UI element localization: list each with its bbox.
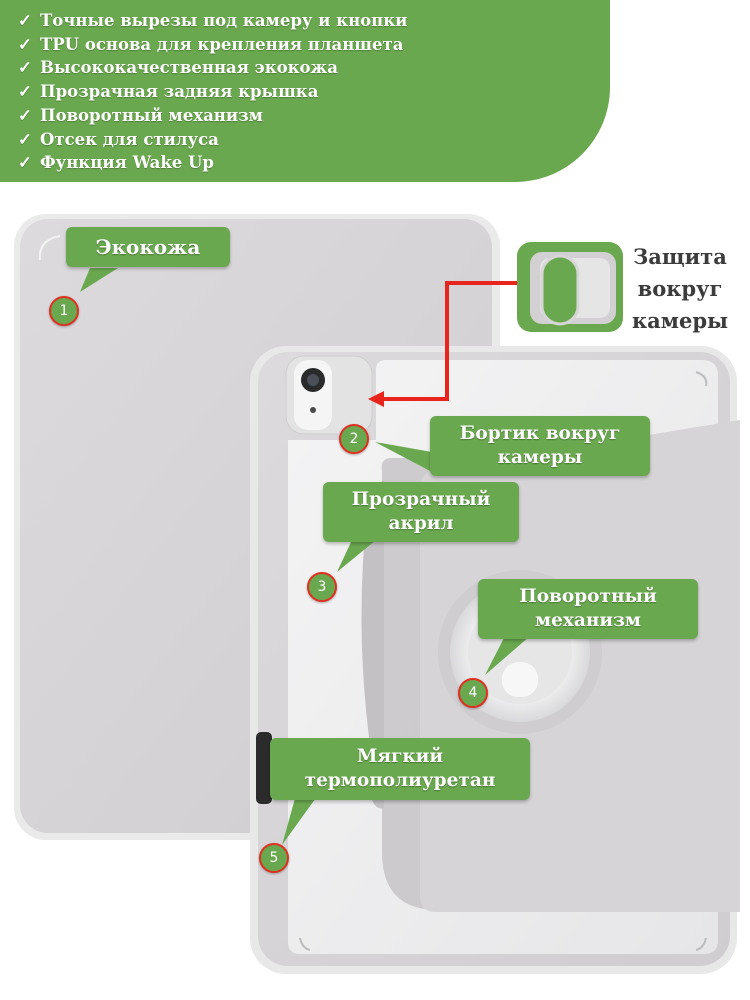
callout-ecoleather: Экокожа xyxy=(66,227,230,267)
callout-camera-rim: Бортик вокруг камеры xyxy=(430,416,650,476)
check-icon: ✓ xyxy=(18,82,32,102)
stylus-slot xyxy=(256,732,272,804)
check-icon: ✓ xyxy=(18,11,32,30)
camera-protection-thumbnail xyxy=(517,242,623,332)
badge-1: 1 xyxy=(49,296,79,326)
badge-3: 3 xyxy=(307,572,337,602)
features-banner: ✓Точные вырезы под камеру и кнопки ✓TPU … xyxy=(0,0,610,182)
feature-item: ✓Точные вырезы под камеру и кнопки xyxy=(18,9,407,33)
check-icon: ✓ xyxy=(18,34,32,54)
features-list: ✓Точные вырезы под камеру и кнопки ✓TPU … xyxy=(18,9,407,175)
feature-item: ✓Отсек для стилуса xyxy=(18,128,407,152)
check-icon: ✓ xyxy=(18,129,32,149)
check-icon: ✓ xyxy=(18,153,32,173)
feature-item: ✓Поворотный механизм xyxy=(18,104,407,128)
callout-acrylic: Прозрачный акрил xyxy=(323,482,519,542)
callout-tpu: Мягкий термополиуретан xyxy=(270,738,530,800)
feature-item: ✓TPU основа для крепления планшета xyxy=(18,33,407,57)
camera-protection-label: Защита вокруг камеры xyxy=(631,244,729,333)
badge-4: 4 xyxy=(458,678,488,708)
badge-5: 5 xyxy=(259,843,289,873)
feature-item: ✓Прозрачная задняя крышка xyxy=(18,80,407,104)
feature-item: ✓Высококачественная экокожа xyxy=(18,56,407,80)
feature-item: ✓Функция Wake Up xyxy=(18,151,407,175)
callout-pointers xyxy=(80,268,530,845)
red-arrow xyxy=(368,281,530,407)
badge-2: 2 xyxy=(339,424,369,454)
check-icon: ✓ xyxy=(18,105,32,125)
callout-rotation: Поворотный механизм xyxy=(478,579,698,639)
check-icon: ✓ xyxy=(18,58,32,78)
